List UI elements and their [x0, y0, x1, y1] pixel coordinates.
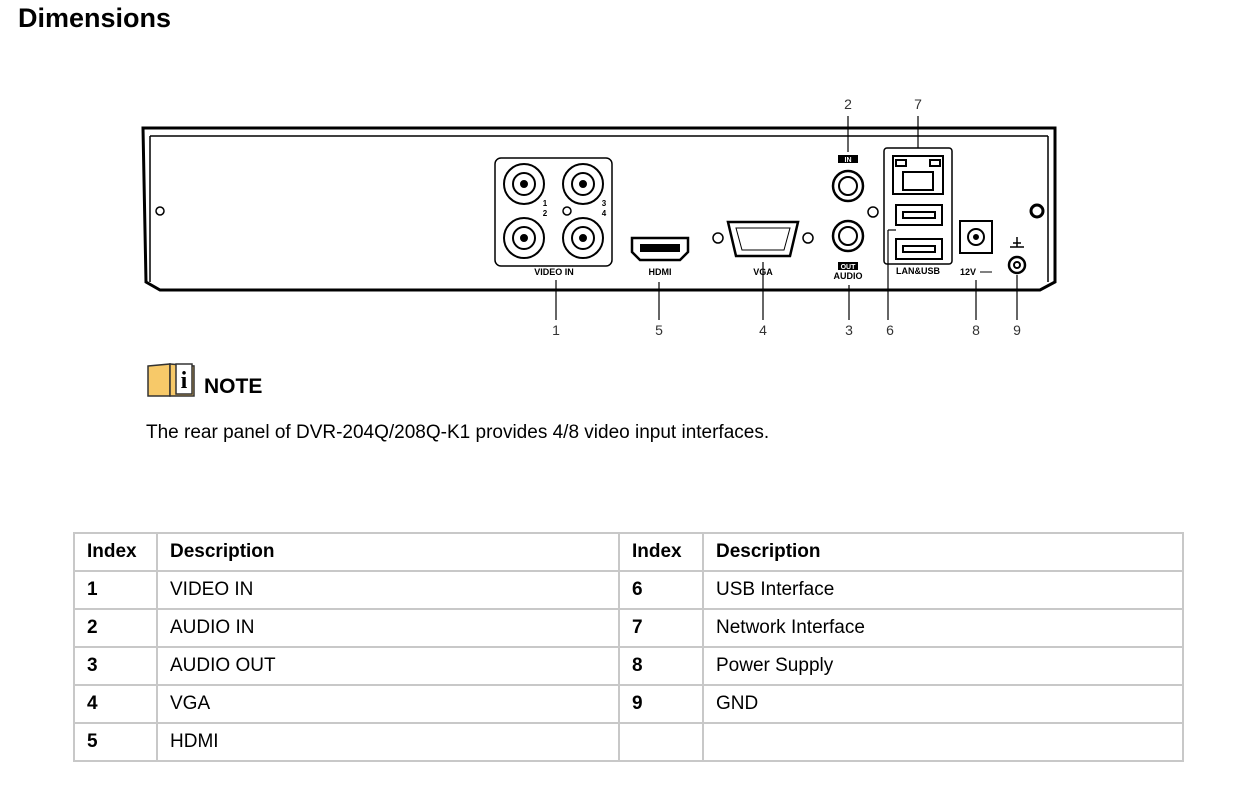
note-text: The rear panel of DVR-204Q/208Q-K1 provi… [146, 422, 770, 443]
screw-hole-left [155, 206, 165, 216]
header-index-left: Index [73, 532, 158, 572]
callout-8: 8 [972, 322, 980, 338]
interface-table: Index Description Index Description 1 VI… [73, 532, 1184, 762]
description-cell [702, 722, 1184, 762]
bnc-connector-4 [562, 217, 604, 259]
usb-port-upper [895, 204, 943, 226]
description-cell: AUDIO IN [156, 608, 620, 648]
callout-3: 3 [845, 322, 853, 338]
index-cell: 9 [618, 684, 704, 724]
note-info-icon: i [147, 363, 195, 397]
index-cell: 3 [73, 646, 158, 686]
table-row: 3 AUDIO OUT 8 Power Supply [73, 646, 1184, 686]
index-cell: 4 [73, 684, 158, 724]
power-jack [959, 220, 993, 254]
callout-1: 1 [552, 322, 560, 338]
description-cell: GND [702, 684, 1184, 724]
index-cell: 2 [73, 608, 158, 648]
video-in-label: VIDEO IN [534, 267, 574, 277]
lan-port [892, 155, 944, 195]
table-row: 4 VGA 9 GND [73, 684, 1184, 724]
table-header-row: Index Description Index Description [73, 532, 1184, 572]
svg-text:i: i [181, 368, 188, 394]
audio-label: AUDIO [834, 271, 863, 281]
index-cell: 8 [618, 646, 704, 686]
audio-out-badge: OUT [841, 264, 857, 271]
channel-4-label: 4 [602, 209, 607, 218]
note-header: i NOTE [146, 362, 262, 398]
bnc-connector-3 [562, 163, 604, 205]
callout-2: 2 [844, 96, 852, 112]
description-cell: HDMI [156, 722, 620, 762]
video-in-panel [494, 157, 613, 267]
header-description-right: Description [702, 532, 1184, 572]
usb-port-lower [895, 238, 943, 260]
index-cell: 6 [618, 570, 704, 610]
index-cell: 7 [618, 608, 704, 648]
hdmi-port [630, 236, 690, 262]
header-description-left: Description [156, 532, 620, 572]
description-cell: USB Interface [702, 570, 1184, 610]
chassis-outline [141, 126, 1057, 292]
index-cell: 1 [73, 570, 158, 610]
description-cell: VIDEO IN [156, 570, 620, 610]
description-cell: AUDIO OUT [156, 646, 620, 686]
table-row: 1 VIDEO IN 6 USB Interface [73, 570, 1184, 610]
audio-in-badge: IN [845, 157, 852, 164]
section-heading: Dimensions [18, 3, 172, 33]
lan-usb-label: LAN&USB [896, 266, 940, 276]
description-cell: Network Interface [702, 608, 1184, 648]
bnc-connector-2 [503, 217, 545, 259]
vga-port [726, 220, 800, 258]
screw-hole-right [1029, 203, 1045, 219]
callout-4: 4 [759, 322, 767, 338]
channel-1-label: 1 [543, 199, 548, 208]
callout-6: 6 [886, 322, 894, 338]
table-row: 5 HDMI [73, 722, 1184, 762]
gnd-terminal [1007, 255, 1027, 275]
description-cell: Power Supply [702, 646, 1184, 686]
callout-9: 9 [1013, 322, 1021, 338]
audio-in-jack [831, 169, 865, 203]
callout-7: 7 [914, 96, 922, 112]
index-cell [618, 722, 704, 762]
callout-5: 5 [655, 322, 663, 338]
channel-3-label: 3 [602, 199, 607, 208]
channel-2-label: 2 [543, 209, 548, 218]
rear-panel-diagram: VIDEO IN HDMI VGA IN OUT AUDIO LAN&USB 1… [141, 96, 1057, 338]
description-cell: VGA [156, 684, 620, 724]
power-label: 12V [960, 267, 976, 277]
hdmi-label: HDMI [649, 267, 672, 277]
header-index-right: Index [618, 532, 704, 572]
bnc-connector-1 [503, 163, 545, 205]
index-cell: 5 [73, 722, 158, 762]
note-label: NOTE [204, 375, 263, 398]
vga-label: VGA [753, 267, 773, 277]
audio-out-jack [831, 219, 865, 253]
table-row: 2 AUDIO IN 7 Network Interface [73, 608, 1184, 648]
